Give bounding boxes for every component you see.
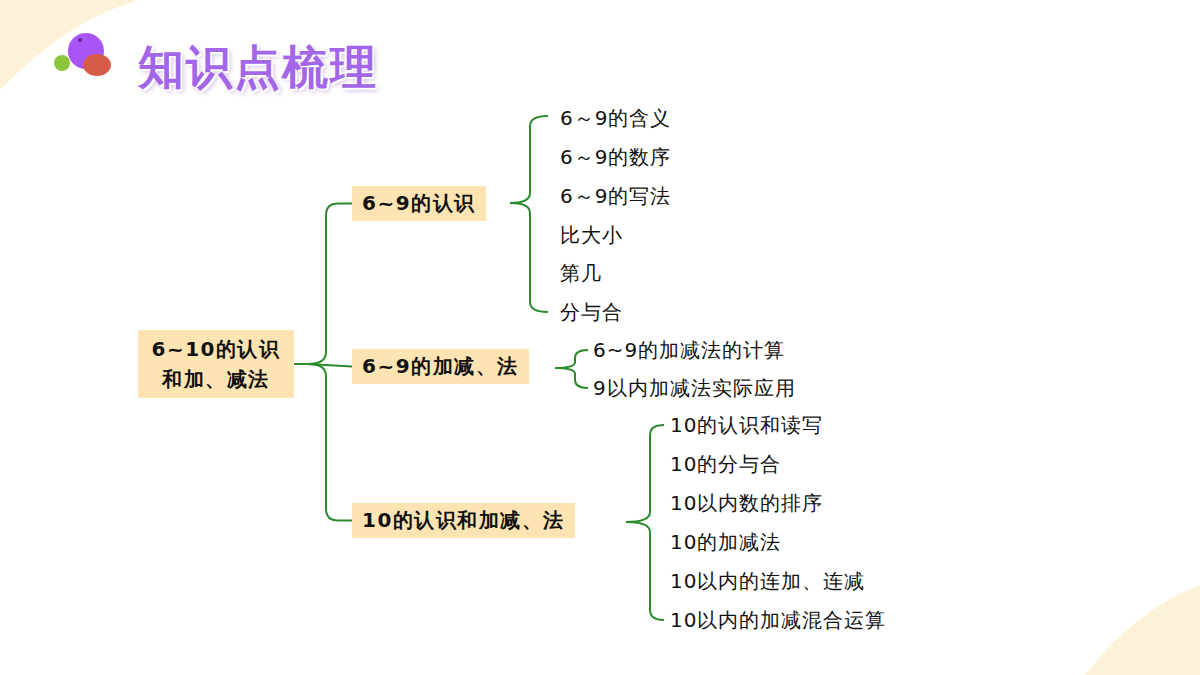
- leaf-item: 第几: [560, 261, 602, 285]
- leaf-item: 10以内的加减混合运算: [670, 608, 886, 632]
- bracket-connector: [294, 364, 352, 521]
- leaf-item: 分与合: [560, 300, 623, 324]
- node-text: 10的认识和加减、法: [362, 503, 565, 538]
- bracket: [626, 425, 664, 620]
- branch-topic-box: 6~9的认识: [352, 186, 486, 221]
- node-text: 6~9的加减、法: [362, 349, 519, 384]
- branch-topic-box: 6~9的加减、法: [352, 349, 529, 384]
- leaf-item: 比大小: [560, 223, 623, 247]
- decor-dot: [78, 38, 82, 42]
- bracket: [555, 350, 588, 388]
- leaf-item: 10以内的连加、连减: [670, 569, 865, 593]
- decor-blob: [68, 33, 104, 69]
- corner-shape: [0, 0, 140, 90]
- bracket: [510, 116, 548, 312]
- node-text: 6~10的认识 和加、减法: [144, 334, 288, 394]
- bracket-connector: [294, 364, 352, 367]
- decor-blob: [54, 55, 70, 71]
- leaf-item: 10的加减法: [670, 530, 781, 554]
- leaf-item: 6～9的数序: [560, 145, 671, 169]
- leaf-item: 6~9的加减法的计算: [593, 338, 785, 362]
- branch-topic-box: 10的认识和加减、法: [352, 503, 575, 538]
- node-text: 6~9的认识: [362, 186, 476, 221]
- page-title: 知识点梳理: [138, 40, 378, 95]
- decor-blob: [83, 54, 111, 76]
- leaf-item: 10的认识和读写: [670, 413, 823, 437]
- bracket-connector: [294, 204, 352, 365]
- leaf-item: 6～9的含义: [560, 106, 671, 130]
- corner-shape: [1085, 585, 1200, 675]
- leaf-item: 10以内数的排序: [670, 491, 823, 515]
- root-topic-box: 6~10的认识 和加、减法: [138, 330, 294, 398]
- leaf-item: 10的分与合: [670, 452, 781, 476]
- leaf-item: 9以内加减法实际应用: [593, 376, 796, 400]
- leaf-item: 6～9的写法: [560, 184, 671, 208]
